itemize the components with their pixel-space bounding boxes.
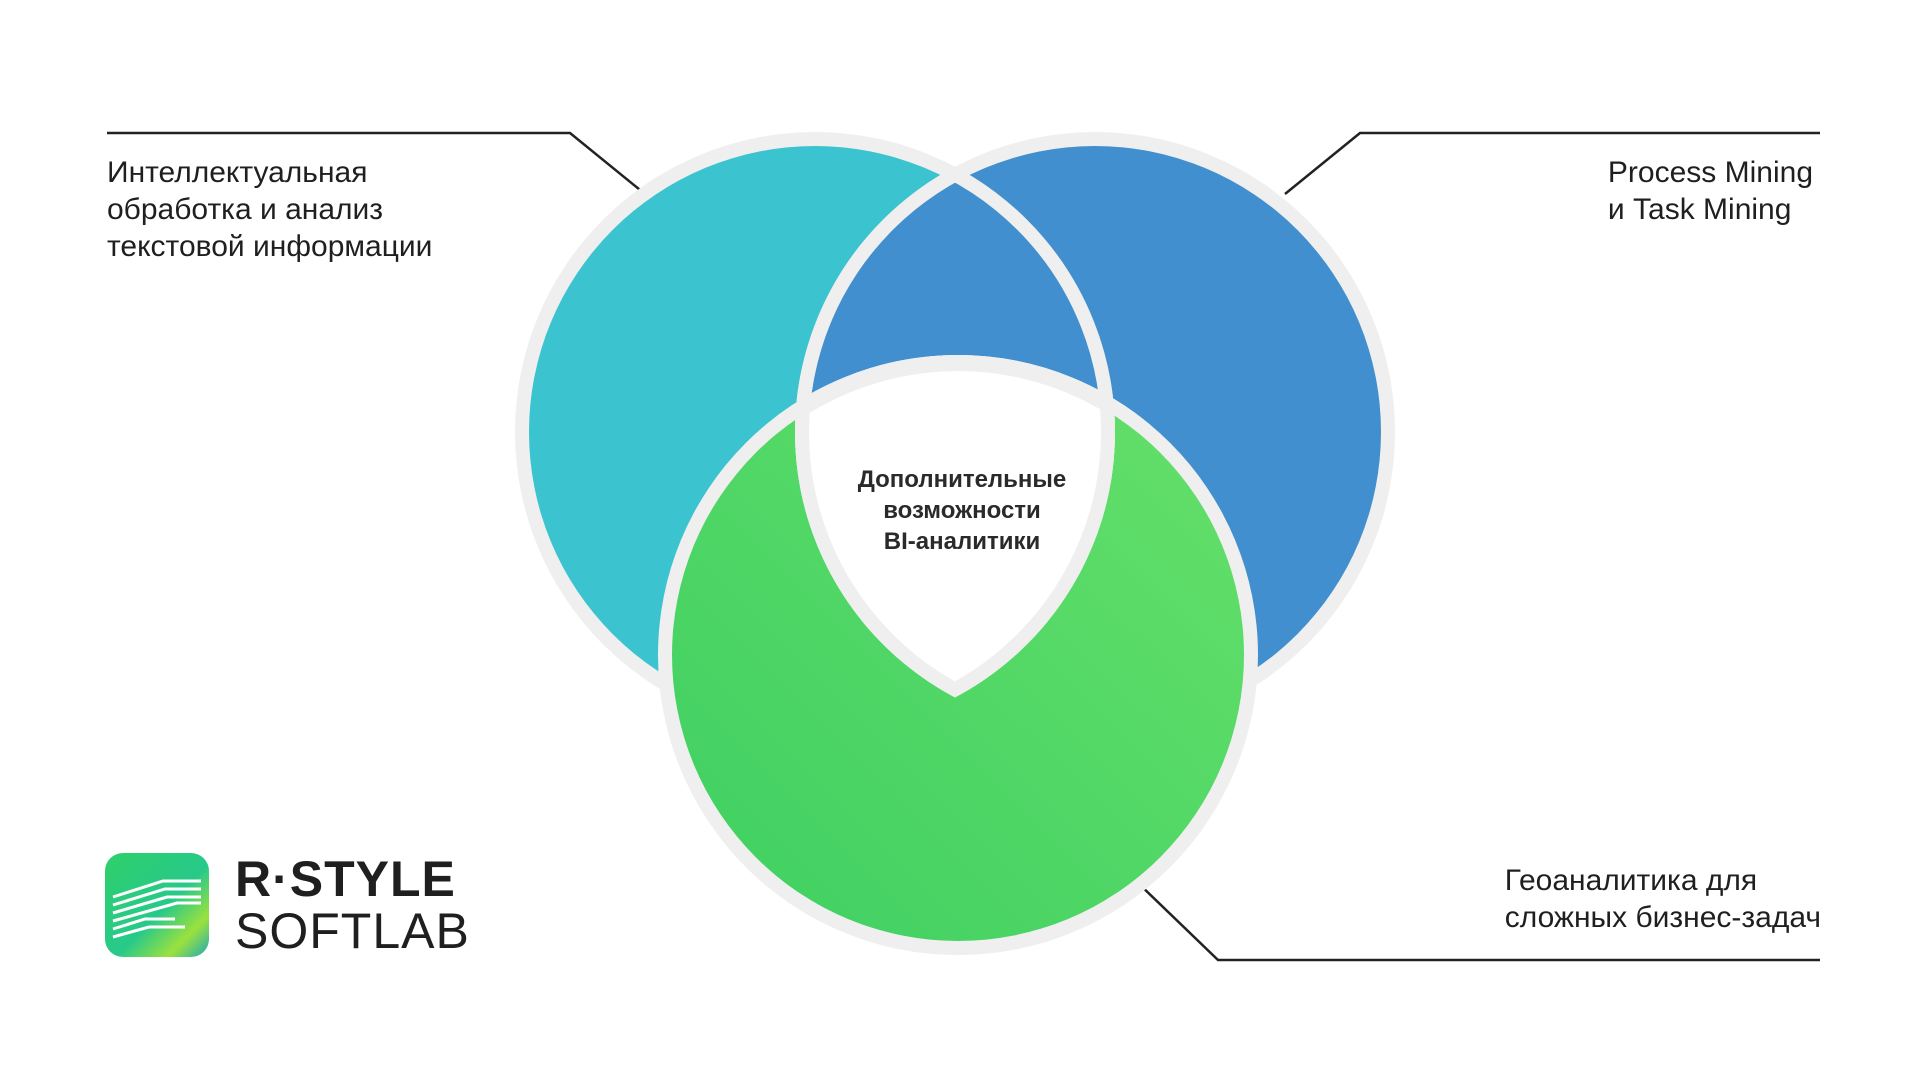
label-geoanalytics: Геоаналитика для сложных бизнес-задач [1505,862,1821,936]
center-label: Дополнительные возможности BI-аналитики [832,464,1092,557]
center-line-3: BI-аналитики [883,528,1041,555]
label-right-line-1: Process Mining [1607,156,1813,189]
logo-line-2: SOFTLAB [235,903,470,959]
label-bottom-line-2: сложных бизнес-задач [1504,901,1821,934]
center-line-2: возможности [883,497,1041,524]
center-line-1: Дополнительные [857,466,1067,493]
label-left-line-3: текстовой информации [107,230,433,263]
logo-icon [105,853,209,957]
label-text-processing: Интеллектуальная обработка и анализ текс… [107,154,432,265]
logo-line-1: R·STYLE [235,851,456,907]
label-right-line-2: и Task Mining [1607,193,1792,226]
connector-line-bottom [1134,879,1820,962]
connector-line-left [107,131,646,195]
label-left-line-2: обработка и анализ [107,193,384,226]
label-left-line-1: Интеллектуальная [107,156,368,189]
label-bottom-line-1: Геоаналитика для [1504,864,1758,897]
company-logo: R·STYLE SOFTLAB [105,853,485,963]
connector-line-right [1284,131,1820,195]
logo-wordmark: R·STYLE SOFTLAB [235,853,470,957]
label-process-mining: Process Mining и Task Mining [1608,154,1813,228]
